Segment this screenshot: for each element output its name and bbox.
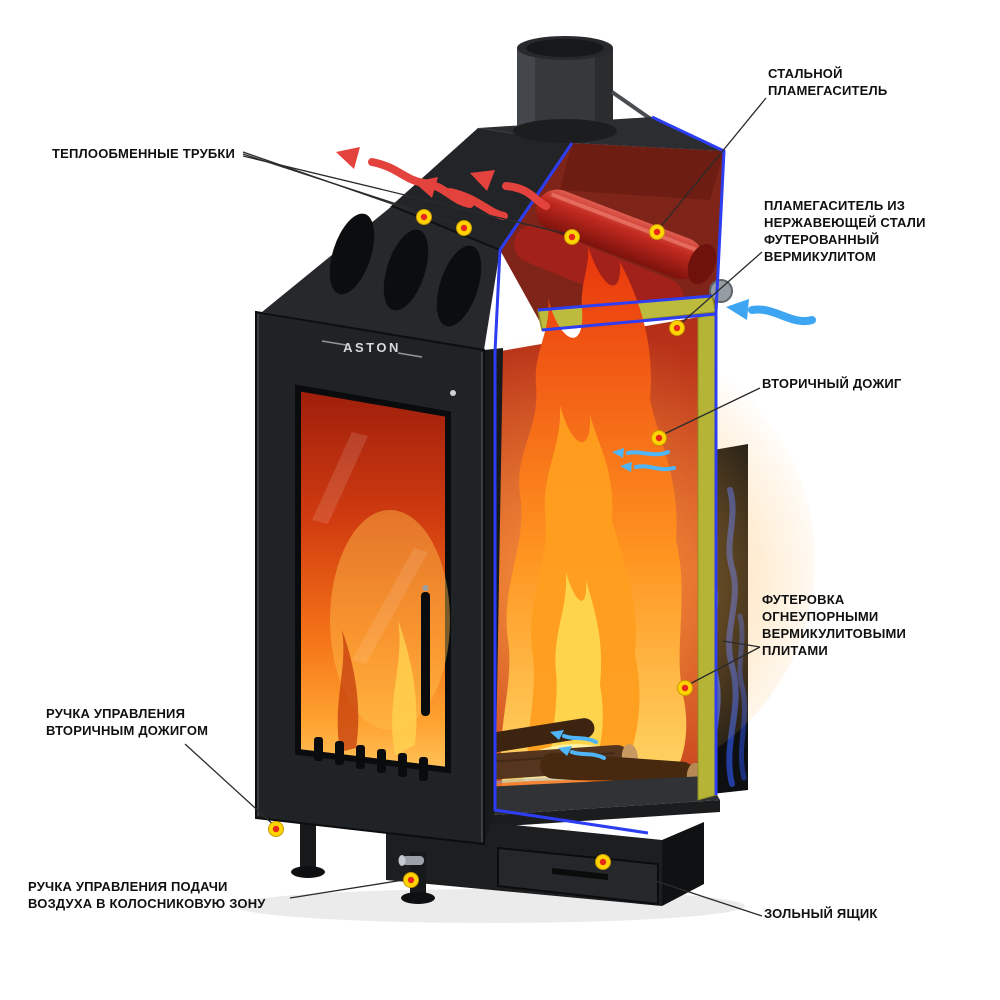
- flame-arrester-tube-rear: [513, 225, 684, 317]
- tube-end-cap: [687, 243, 717, 285]
- marker-heat-tube-1: [416, 209, 432, 225]
- label-grate-air-handle: РУЧКА УПРАВЛЕНИЯ ПОДАЧИ ВОЗДУХА В КОЛОСН…: [28, 879, 266, 911]
- upper-front-panel: [262, 205, 501, 350]
- cold-air-arrow: [726, 299, 816, 326]
- heat-tube-opening-3: [436, 245, 482, 327]
- secondary-air-arrows: [550, 448, 676, 760]
- chimney-collar: [513, 119, 617, 143]
- label-secondary-burn-handle: РУЧКА УПРАВЛЕНИЯ ВТОРИЧНЫМ ДОЖИГОМ: [46, 706, 209, 738]
- marker-heat-tube-3: [564, 229, 580, 245]
- hot-air-arrows: [336, 147, 550, 220]
- hearth-slab: [462, 776, 720, 828]
- heat-tube-opening-1: [329, 213, 375, 295]
- callout-markers: [268, 209, 693, 888]
- marker-handle-secondary: [268, 821, 284, 837]
- marker-secondary-burn: [651, 430, 667, 446]
- stove-door: ASTON: [255, 310, 485, 846]
- marker-handle-air: [403, 872, 419, 888]
- flame-arrester-tube-front: [536, 189, 704, 280]
- cut-edge-highlights: [493, 115, 726, 835]
- door-glass: [295, 384, 451, 774]
- marker-steel-arrester: [649, 224, 665, 240]
- marker-stainless-arrester: [669, 320, 685, 336]
- label-vermiculite-lining: ФУТЕРОВКА ОГНЕУПОРНЫМИ ВЕРМИКУЛИТОВЫМИ П…: [762, 592, 907, 658]
- chimney-pipe: [517, 36, 661, 138]
- door-hinge-pin: [450, 390, 456, 396]
- door-handle: [421, 585, 430, 716]
- label-secondary-afterburn: ВТОРИЧНЫЙ ДОЖИГ: [762, 376, 902, 391]
- brand-text: ASTON: [343, 340, 401, 355]
- marker-lining: [677, 680, 693, 696]
- label-steel-flame-arrester: СТАЛЬНОЙ ПЛАМЕГАСИТЕЛЬ: [768, 66, 888, 98]
- label-ash-box: ЗОЛЬНЫЙ ЯЩИК: [764, 906, 878, 921]
- label-heat-exchange-tubes: ТЕПЛООБМЕННЫЕ ТРУБКИ: [52, 146, 236, 161]
- marker-heat-tube-2: [456, 220, 472, 236]
- hood: [390, 117, 724, 250]
- door-air-louvers: [314, 737, 428, 781]
- marker-ash-box: [595, 854, 611, 870]
- label-stainless-flame-arrester: ПЛАМЕГАСИТЕЛЬ ИЗ НЕРЖАВЕЮЩЕЙ СТАЛИ ФУТЕР…: [764, 198, 926, 264]
- damper-rod: [610, 90, 657, 124]
- heat-tube-opening-2: [383, 229, 429, 311]
- vermiculite-side-strip: [697, 311, 717, 801]
- brand-logo: ASTON: [321, 340, 423, 358]
- grate-air-handle: [398, 855, 424, 866]
- hood-interior-cutaway: [500, 143, 733, 322]
